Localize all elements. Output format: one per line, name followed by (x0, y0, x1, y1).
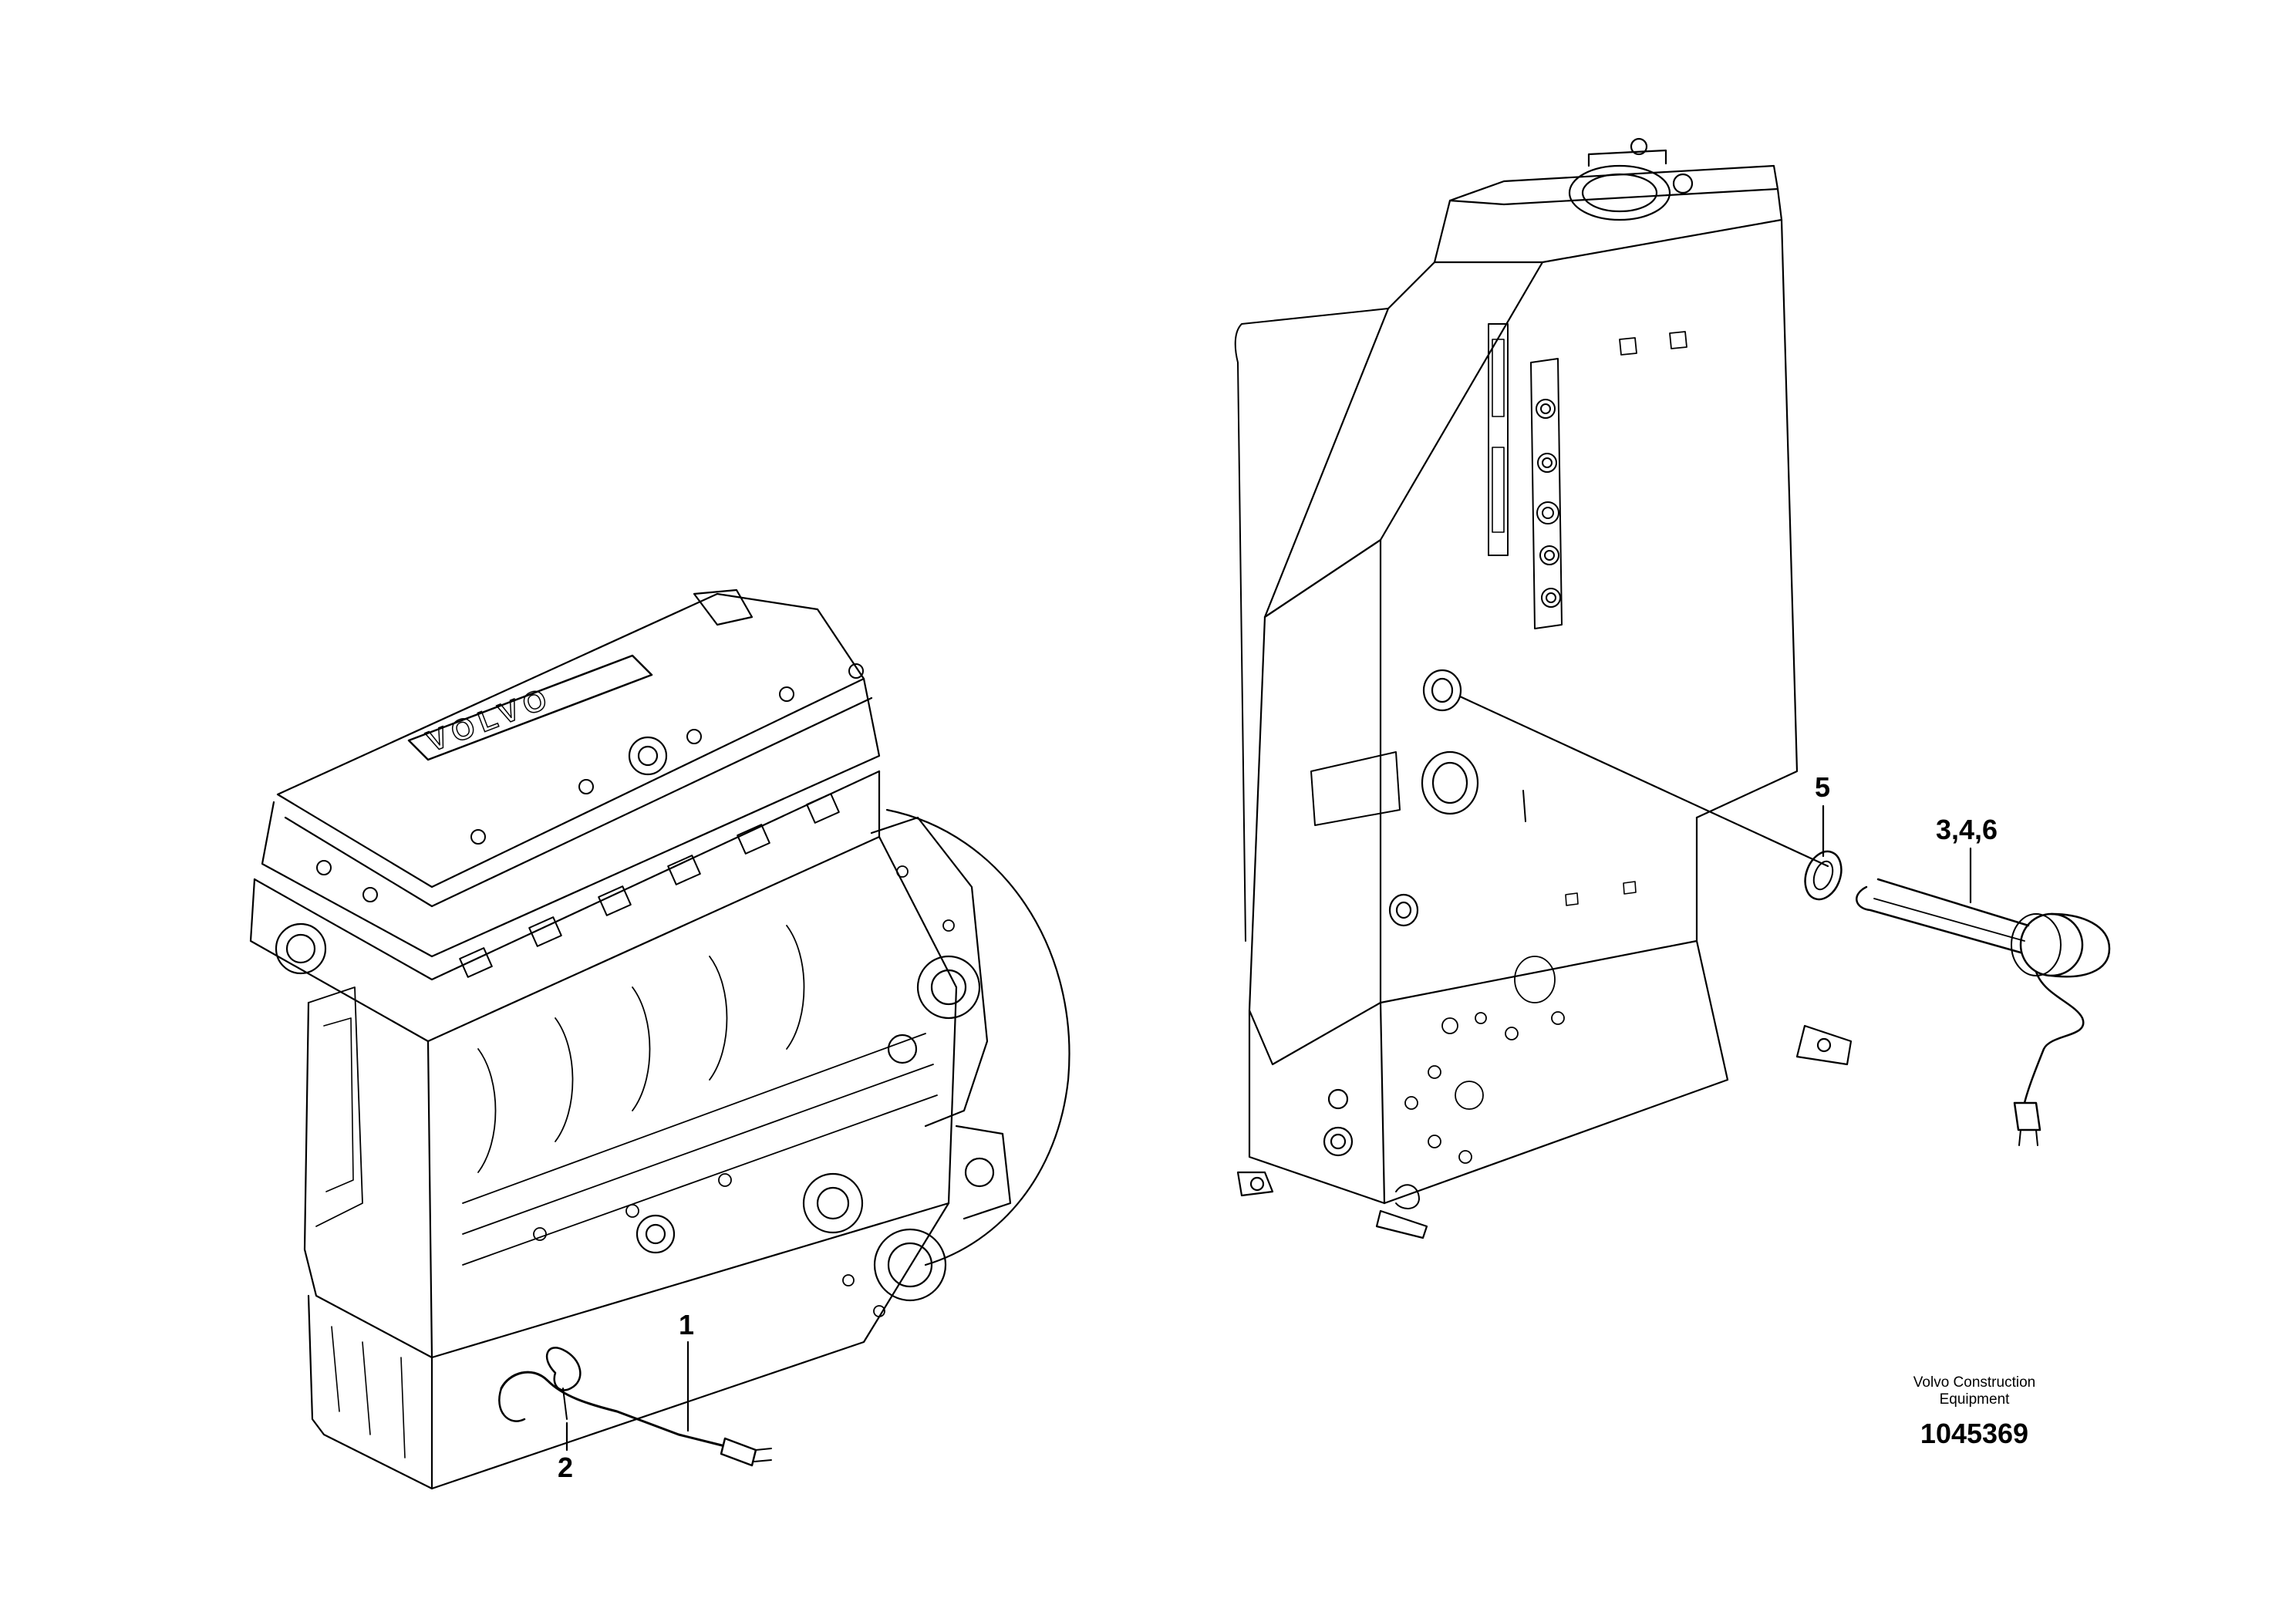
seal-ring-part-5 (1804, 850, 1843, 901)
illustration-reference-number: 1045369 (1920, 1417, 2029, 1449)
credit-block: Volvo Construction Equipment 1045369 (1874, 1374, 2075, 1449)
callout-label-2: 2 (558, 1452, 574, 1483)
block-heater-cord-part-1 (498, 1371, 772, 1467)
engine-logo-text: VOLVO (423, 681, 557, 758)
callout-label-1: 1 (679, 1309, 695, 1340)
credit-company: Volvo Construction (1913, 1374, 2036, 1391)
callout-label-3-4-6: 3,4,6 (1936, 814, 1998, 845)
credit-company-line2: Equipment (1939, 1391, 2010, 1408)
hydraulic-tank-illustration (1234, 137, 1853, 1239)
block-heater-element-part-2 (546, 1347, 582, 1420)
tank-heater-assembly-parts-3-4-6 (1856, 878, 2111, 1146)
callout-label-5: 5 (1815, 771, 1831, 803)
engine-illustration (249, 588, 1070, 1490)
